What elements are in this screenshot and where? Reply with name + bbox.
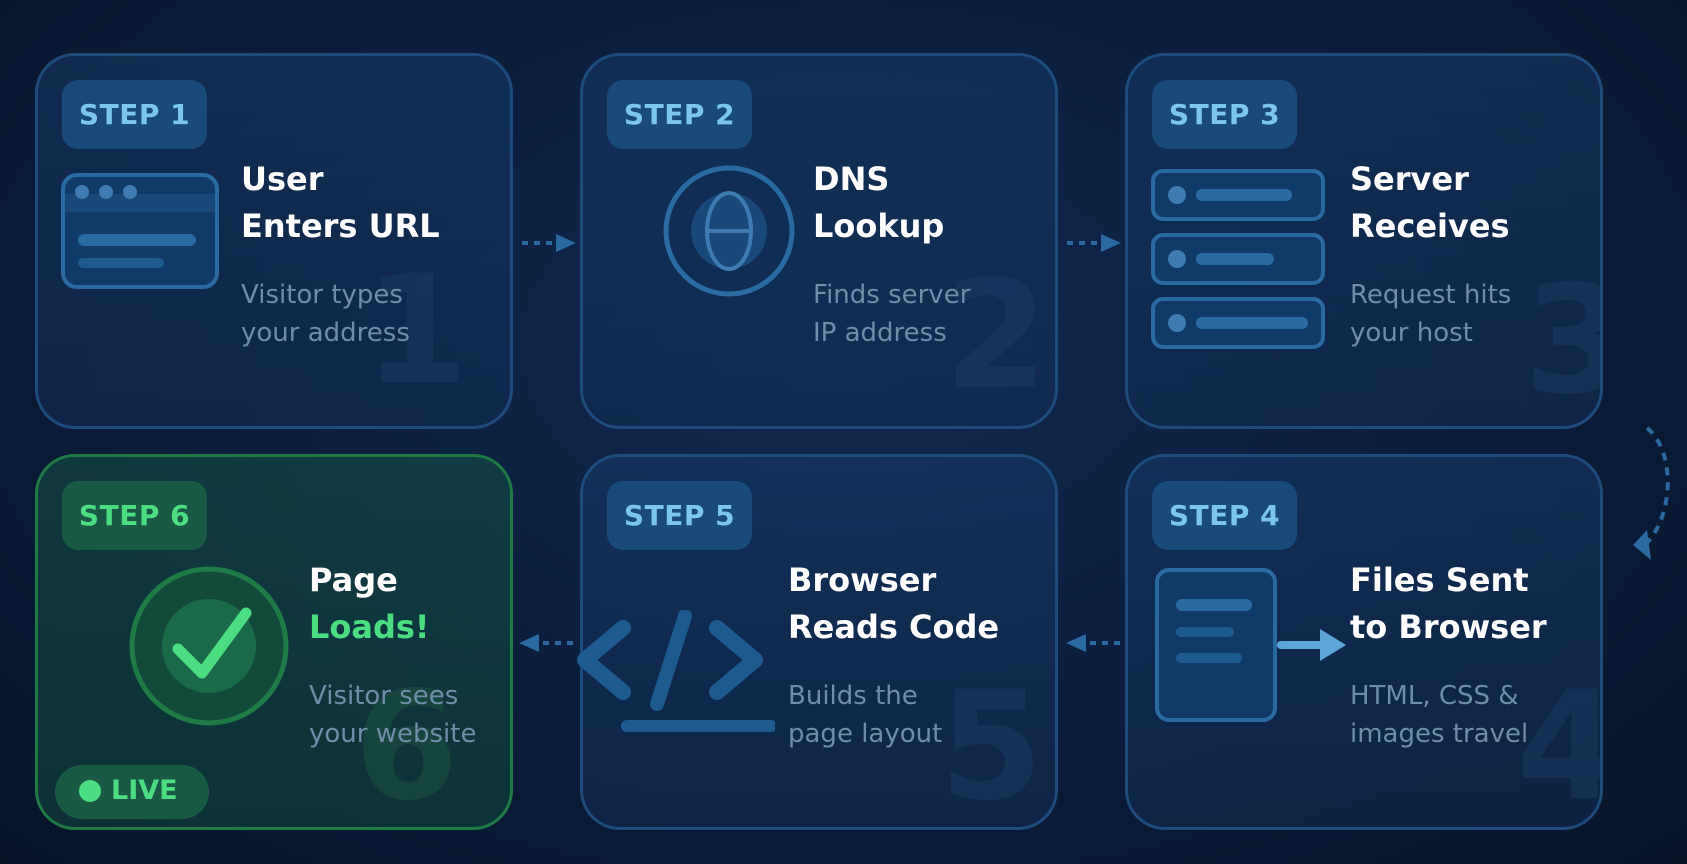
step-badge: STEP 2 bbox=[607, 80, 752, 149]
step-number-watermark: 2 bbox=[944, 249, 1049, 423]
step-title: Browser Reads Code bbox=[788, 561, 1000, 646]
server-stack-icon bbox=[1151, 169, 1325, 349]
connector-arrow-3-4 bbox=[1633, 426, 1670, 560]
connector-arrow-1-2 bbox=[522, 234, 576, 252]
connector-arrow-4-5 bbox=[1066, 634, 1120, 652]
step-number-watermark: 1 bbox=[364, 244, 469, 418]
step-title: Page Loads! bbox=[309, 561, 430, 646]
live-dot-icon bbox=[79, 780, 101, 802]
code-brackets-icon bbox=[577, 610, 775, 732]
step-description: Visitor sees your website bbox=[309, 681, 477, 749]
step-3-card: 3 STEP 3 Server Receives Request hits yo… bbox=[1125, 53, 1603, 429]
step-badge: STEP 6 bbox=[62, 481, 207, 550]
document-send-icon bbox=[1155, 568, 1346, 722]
step-number-watermark: 6 bbox=[354, 660, 459, 830]
live-status-badge: LIVE bbox=[55, 765, 209, 819]
step-description: Visitor types your address bbox=[241, 280, 410, 348]
browser-window-icon bbox=[61, 173, 219, 289]
step-badge: STEP 3 bbox=[1152, 80, 1297, 149]
step-title: Server Receives bbox=[1350, 160, 1510, 245]
live-label: LIVE bbox=[111, 775, 178, 806]
step-description: Finds server IP address bbox=[813, 280, 971, 348]
connector-arrow-2-3 bbox=[1067, 234, 1121, 252]
step-title: DNS Lookup bbox=[813, 160, 945, 245]
step-2-card: 2 STEP 2 DNS Lookup Finds server IP addr… bbox=[580, 53, 1058, 429]
step-5-card: 5 STEP 5 Browser Reads Code Builds the p… bbox=[580, 454, 1058, 830]
step-number-watermark: 4 bbox=[1516, 672, 1600, 822]
step-title: Files Sent to Browser bbox=[1350, 561, 1547, 646]
step-badge: STEP 5 bbox=[607, 481, 752, 550]
step-badge: STEP 4 bbox=[1152, 481, 1297, 550]
step-number-watermark: 5 bbox=[939, 660, 1044, 830]
checkmark-icon bbox=[129, 566, 289, 726]
step-title: User Enters URL bbox=[241, 160, 440, 245]
step-description: Builds the page layout bbox=[788, 681, 943, 749]
step-1-card: 1 STEP 1 User Enters URL Visitor types y… bbox=[35, 53, 513, 429]
step-6-card: 6 STEP 6 Page Loads! Visitor sees your w… bbox=[35, 454, 513, 830]
step-description: Request hits your host bbox=[1350, 280, 1512, 348]
connector-arrow-5-6 bbox=[519, 634, 573, 652]
step-description: HTML, CSS & images travel bbox=[1350, 681, 1529, 749]
step-4-card: 4 STEP 4 Files Sent to Browser HTML, CSS… bbox=[1125, 454, 1603, 830]
step-number-watermark: 3 bbox=[1524, 266, 1600, 416]
step-badge: STEP 1 bbox=[62, 80, 207, 149]
globe-icon bbox=[663, 165, 795, 297]
